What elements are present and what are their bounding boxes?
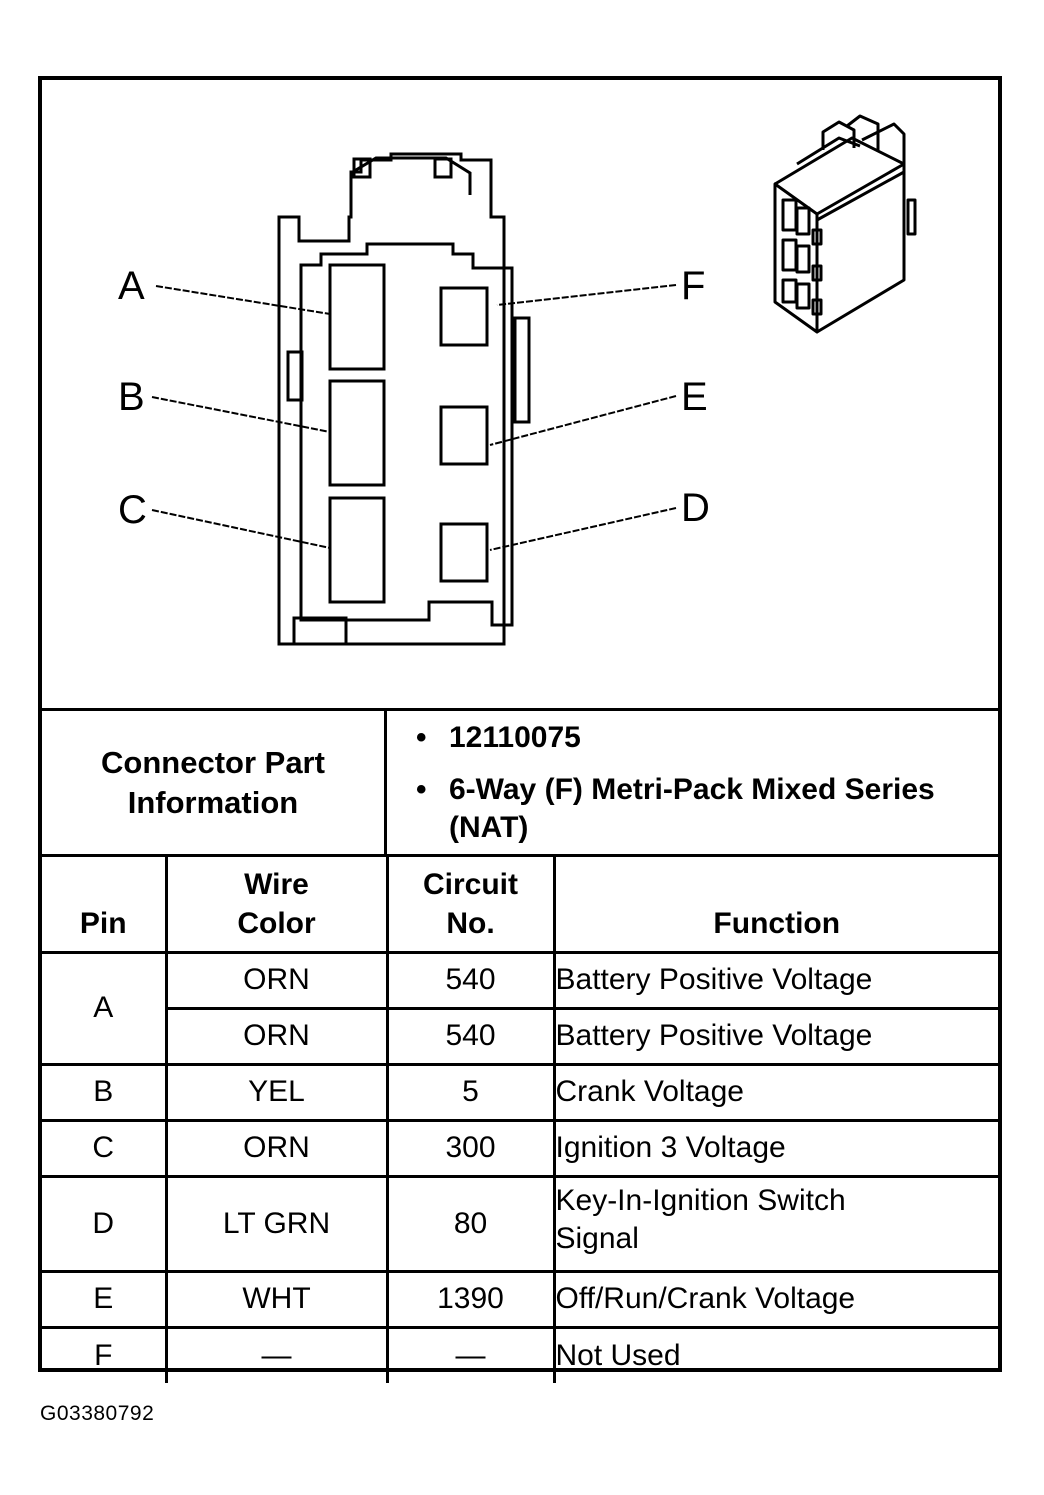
table-row: ORN 540 Battery Positive Voltage: [42, 1006, 998, 1066]
circuit-cell: 5: [385, 1062, 556, 1122]
wire-color-cell: LT GRN: [164, 1174, 389, 1273]
leader-line-d: [489, 507, 677, 551]
function-cell: Key-In-Ignition Switch Signal: [552, 1174, 998, 1273]
cavity-e: [439, 405, 489, 466]
cavity-c: [328, 496, 386, 604]
pin-label-a: A: [118, 264, 145, 308]
bottom-tab: [292, 616, 348, 646]
pinout-table: Pin Wire Color Circuit No. Function A OR…: [42, 857, 998, 1383]
table-row: C ORN 300 Ignition 3 Voltage: [42, 1118, 998, 1178]
header-pin: Pin: [42, 857, 168, 954]
part-number: 12110075: [416, 719, 998, 757]
inner-wall-outline: [299, 242, 514, 627]
right-side-bar: [513, 316, 531, 424]
table-row: E WHT 1390 Off/Run/Crank Voltage: [42, 1269, 998, 1329]
table-row: F — — Not Used: [42, 1325, 998, 1383]
wire-color-cell: ORN: [164, 950, 389, 1010]
connector-housing-outline: [277, 152, 506, 646]
circuit-cell: 540: [385, 1006, 556, 1066]
connector-info-values-cell: 12110075 6-Way (F) Metri-Pack Mixed Seri…: [387, 711, 998, 854]
pin-label-c: C: [118, 488, 147, 532]
function-cell: Battery Positive Voltage: [552, 1006, 998, 1066]
pin-cell: F: [42, 1325, 168, 1383]
connector-info-title: Connector Part Information: [101, 744, 325, 820]
top-latch: [349, 156, 472, 195]
header-circuit: Circuit No.: [385, 857, 556, 954]
header-wire-color: Wire Color: [164, 857, 389, 954]
table-header-row: Pin Wire Color Circuit No. Function: [42, 857, 998, 954]
pin-label-e: E: [681, 375, 708, 419]
cavity-b: [328, 379, 386, 487]
left-side-bump: [286, 350, 304, 402]
wire-color-cell: —: [164, 1325, 389, 1383]
table-row: D LT GRN 80 Key-In-Ignition Switch Signa…: [42, 1174, 998, 1273]
leader-line-f: [496, 284, 677, 306]
pin-cell: A: [42, 950, 168, 1066]
wire-color-cell: YEL: [164, 1062, 389, 1122]
leader-line-c: [151, 509, 331, 549]
cavity-d: [439, 522, 489, 583]
function-cell: Crank Voltage: [552, 1062, 998, 1122]
pin-cell: B: [42, 1062, 168, 1122]
diagram-frame: A B C F E D: [38, 76, 1002, 1383]
circuit-cell: 540: [385, 950, 556, 1010]
function-cell: Ignition 3 Voltage: [552, 1118, 998, 1178]
connector-description: 6-Way (F) Metri-Pack Mixed Series (NAT): [416, 771, 998, 847]
wire-color-cell: ORN: [164, 1006, 389, 1066]
circuit-cell: 300: [385, 1118, 556, 1178]
header-circuit-text: Circuit No.: [422, 867, 518, 940]
table-row: A ORN 540 Battery Positive Voltage: [42, 950, 998, 1066]
connector-part-information: Connector Part Information 12110075 6-Wa…: [42, 708, 998, 857]
leader-line-e: [489, 395, 677, 446]
wire-color-cell: ORN: [164, 1118, 389, 1178]
function-text: Key-In-Ignition Switch Signal: [555, 1183, 846, 1255]
pin-cell: D: [42, 1174, 168, 1273]
leader-line-b: [151, 396, 331, 433]
header-wire-color-text: Wire Color: [237, 867, 316, 940]
connector-3d-view: [773, 114, 917, 334]
function-cell: Not Used: [552, 1325, 998, 1383]
pin-cell: E: [42, 1269, 168, 1329]
circuit-cell: 80: [385, 1174, 556, 1273]
pin-label-b: B: [118, 375, 145, 419]
function-cell: Battery Positive Voltage: [552, 950, 998, 1010]
table-row: B YEL 5 Crank Voltage: [42, 1062, 998, 1122]
header-function: Function: [552, 857, 998, 954]
figure-code: G03380792: [40, 1402, 155, 1425]
pin-cell: C: [42, 1118, 168, 1178]
cavity-f: [439, 286, 489, 347]
function-cell: Off/Run/Crank Voltage: [552, 1269, 998, 1329]
leader-line-a: [155, 285, 331, 315]
connector-info-label-cell: Connector Part Information: [42, 711, 387, 854]
cavity-a: [328, 263, 386, 371]
wire-color-cell: WHT: [164, 1269, 389, 1329]
circuit-cell: —: [385, 1325, 556, 1383]
pin-label-f: F: [681, 264, 705, 308]
pin-label-d: D: [681, 486, 710, 530]
circuit-cell: 1390: [385, 1269, 556, 1329]
connector-face-view: A B C F E D: [118, 114, 917, 646]
